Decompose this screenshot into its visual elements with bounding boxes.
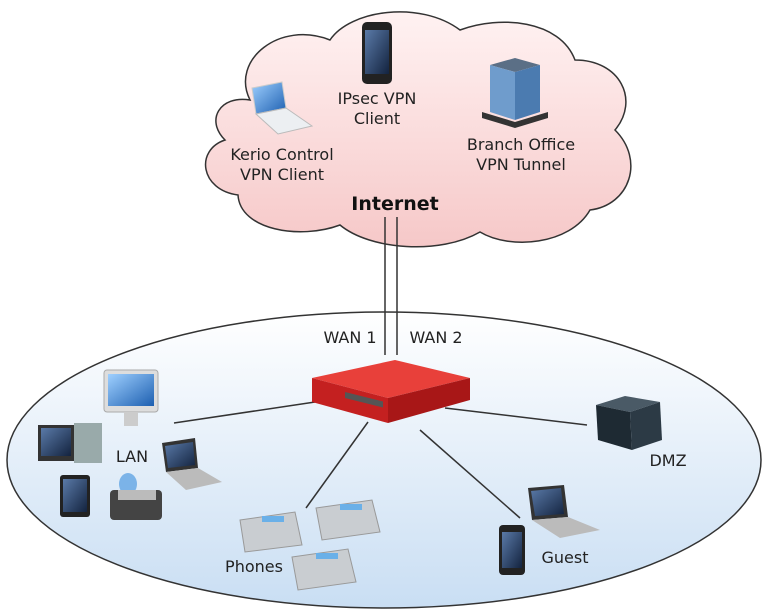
- guest-link: [419, 429, 521, 519]
- printer-icon: [110, 473, 162, 520]
- smartphone-icon: [362, 22, 392, 84]
- smartphone-icon: [499, 525, 525, 575]
- desk-phone-icon: [239, 511, 303, 553]
- dmz-link: [444, 407, 588, 426]
- cloud-item-label: Client: [354, 109, 400, 128]
- cloud-item-label: VPN Tunnel: [476, 155, 566, 174]
- desk-phone-icon: [315, 499, 381, 541]
- imac-icon: [103, 369, 159, 426]
- internet-label: Internet: [351, 193, 438, 215]
- tablet-icon: [60, 475, 90, 517]
- server-icon: [596, 396, 662, 450]
- desktop-pc-icon: [38, 423, 102, 463]
- dmz-label: DMZ: [649, 451, 686, 470]
- cloud-item-label: Branch Office: [467, 135, 575, 154]
- office-building-icon: [482, 58, 548, 128]
- guest-label: Guest: [542, 548, 589, 567]
- wan1-label: WAN 1: [323, 328, 376, 347]
- lan-link: [173, 401, 316, 424]
- lan-label: LAN: [116, 447, 148, 466]
- cloud-item-label: IPsec VPN: [338, 89, 417, 108]
- phones-label: Phones: [225, 557, 283, 576]
- laptop-icon: [162, 438, 222, 490]
- laptop-icon: [251, 81, 314, 135]
- desk-phone-icon: [291, 548, 357, 591]
- laptop-icon: [528, 485, 600, 538]
- firewall-appliance-icon: [312, 360, 470, 423]
- cloud-item-label: VPN Client: [240, 165, 324, 184]
- cloud-item-label: Kerio Control: [230, 145, 333, 164]
- phones-link: [305, 421, 369, 509]
- wan2-label: WAN 2: [409, 328, 462, 347]
